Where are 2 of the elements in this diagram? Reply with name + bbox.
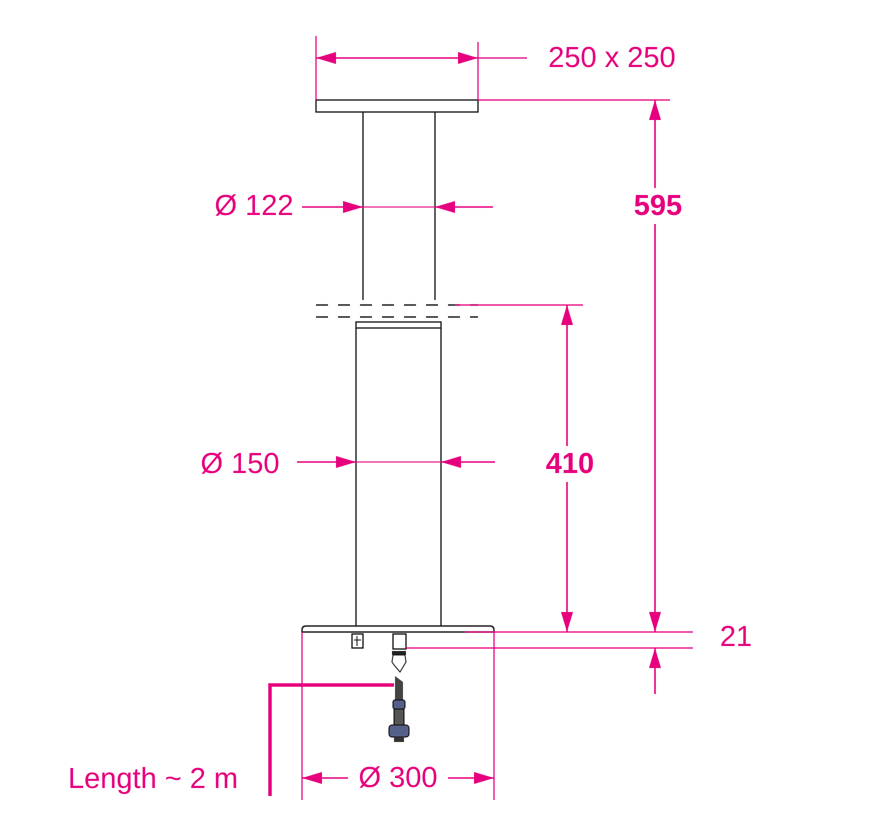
leader-line — [268, 683, 394, 796]
callout-text: Length ~ 2 m — [68, 762, 264, 796]
